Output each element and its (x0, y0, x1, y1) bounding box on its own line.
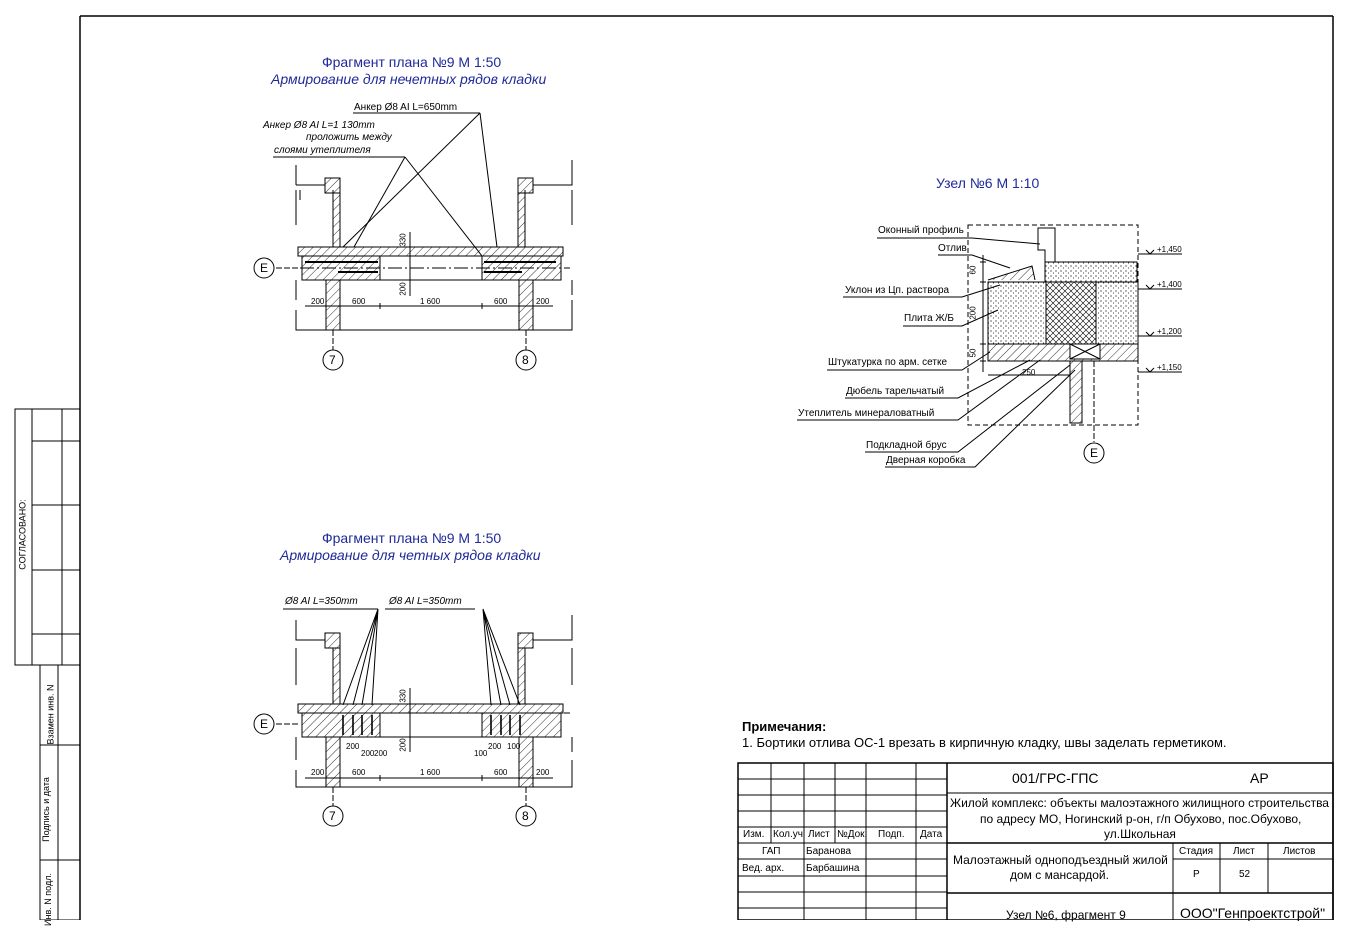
plan-odd-dim: 200 (311, 297, 325, 306)
plan-even-callout-right: Ø8 AI L=350mm (389, 596, 462, 607)
plan-even-dim: 200 (536, 768, 550, 777)
tb-company: ООО"Генпроектстрой" (1180, 905, 1326, 921)
tb-sheets-header: Листов (1283, 846, 1316, 857)
tb-building-line2: дом с мансардой. (1010, 868, 1109, 882)
node6-title: Узел №6 М 1:10 (936, 175, 1040, 191)
node6-label-window-profile: Оконный профиль (878, 225, 964, 236)
node6-label-door-frame: Дверная коробка (886, 455, 966, 466)
plan-even-vdim: 330 (398, 689, 408, 703)
node6-axis-e: E (1090, 446, 1099, 460)
node6-dim: 50 (968, 348, 978, 358)
plan-even-subdim: 200 (488, 742, 502, 751)
node6-level: +1,400 (1157, 280, 1182, 289)
plan-even-axis-7: 7 (329, 809, 336, 823)
plan-odd-callout-anchor-650: Анкер Ø8 AI L=650mm (354, 102, 458, 113)
replacement-inv-label: Взамен инв. N (45, 684, 56, 745)
plan-odd-dim: 1 600 (420, 297, 441, 306)
plan-even-subtitle: Армирование для четных рядов кладки (280, 547, 541, 563)
node6-drawing (797, 224, 1182, 468)
tb-drawing-name: Узел №6, фрагмент 9 (1006, 908, 1126, 922)
plan-odd-vdim: 200 (398, 282, 408, 296)
tb-section: АР (1250, 770, 1269, 786)
plan-odd-drawing (273, 112, 573, 350)
plan-odd-callout-anchor-1130: Анкер Ø8 AI L=1 130mm (263, 120, 375, 131)
node6-dim: 60 (968, 265, 978, 275)
tb-role-2: Вед. арх. (742, 863, 785, 874)
plan-even-subdim: 100 (474, 749, 488, 758)
plan-even-subdim: 200 (361, 749, 375, 758)
node6-level: +1,150 (1157, 363, 1182, 372)
node6-label-dowel: Дюбель тарельчатый (846, 386, 945, 397)
node6-label-slope: Уклон из Цп. раствора (845, 285, 950, 296)
node6-label-plaster: Штукатурка по арм. сетке (828, 357, 948, 368)
node6-level: +1,200 (1157, 327, 1182, 336)
notes-item-1: 1. Бортики отлива ОС-1 врезать в кирпичн… (742, 735, 1227, 750)
plan-odd-axes (253, 257, 537, 371)
plan-even-subdim: 200 (374, 749, 388, 758)
original-inv-label: Инв. N подл. (42, 873, 53, 926)
tb-name-2: Барбашина (806, 863, 860, 874)
plan-even-dim: 600 (352, 768, 366, 777)
tb-stage: Р (1193, 869, 1200, 880)
plan-odd-dim: 600 (494, 297, 508, 306)
plan-odd-callout-note-2: слоями утеплителя (274, 145, 371, 156)
notes-heading: Примечания: (742, 719, 827, 734)
tb-col-header: Дата (920, 829, 943, 840)
node6-dim: 250 (1022, 368, 1036, 377)
tb-name-1: Баранова (806, 846, 852, 857)
node6-dim: 200 (968, 306, 978, 320)
plan-even-vdim: 200 (398, 738, 408, 752)
node6-label-slab: Плита Ж/Б (904, 313, 954, 324)
tb-col-header: Лист (808, 829, 830, 840)
tb-code: 001/ГРС-ГПС (1012, 770, 1099, 786)
plan-even-title: Фрагмент плана №9 М 1:50 (322, 530, 502, 546)
plan-odd-axis-e: E (260, 261, 269, 275)
tb-sheet-header: Лист (1233, 846, 1255, 857)
sheet-frame (14, 15, 1334, 920)
plan-odd-dim: 200 (536, 297, 550, 306)
tb-project-line1: Жилой комплекс: объекты малоэтажного жил… (950, 796, 1329, 810)
tb-col-header: Изм. (743, 829, 765, 840)
plan-odd-callout-note-1: проложить между (306, 132, 392, 143)
tb-col-header: №Док. (837, 829, 868, 840)
signature-date-label: Подпись и дата (40, 777, 51, 842)
plan-even-subdim: 200 (346, 742, 360, 751)
tb-project-line2: по адресу МО, Ногинский р-он, г/п Обухов… (980, 812, 1302, 826)
plan-even-subdim: 100 (507, 742, 521, 751)
tb-col-header: Кол.уч (773, 829, 803, 840)
tb-project-line3: ул.Школьная (1104, 827, 1176, 841)
node6-level: +1,450 (1157, 245, 1182, 254)
tb-col-header: Подп. (878, 829, 905, 840)
tb-building-line1: Малоэтажный одноподъездный жилой (953, 853, 1168, 867)
approved-label: СОГЛАСОВАНО: (17, 499, 28, 570)
tb-stage-header: Стадия (1179, 846, 1214, 857)
plan-even-dim: 600 (494, 768, 508, 777)
node6-label-insulation: Утеплитель минераловатный (798, 408, 935, 419)
plan-odd-vdim: 330 (398, 233, 408, 247)
node6-axis (1083, 442, 1105, 464)
title-block-grid (737, 762, 1334, 920)
node6-label-drip: Отлив (938, 243, 967, 254)
plan-odd-title: Фрагмент плана №9 М 1:50 (322, 54, 502, 70)
node6-label-beam: Подкладной брус (866, 440, 947, 451)
plan-odd-axis-8: 8 (522, 353, 529, 367)
tb-role-1: ГАП (762, 846, 781, 857)
plan-even-drawing (276, 608, 573, 806)
plan-even-dim: 1 600 (420, 768, 441, 777)
plan-even-axis-e: E (260, 717, 269, 731)
plan-even-callout-left: Ø8 AI L=350mm (285, 596, 358, 607)
plan-odd-axis-7: 7 (329, 353, 336, 367)
plan-even-axes (253, 713, 537, 827)
plan-odd-subtitle: Армирование для нечетных рядов кладки (271, 71, 547, 87)
plan-even-dim: 200 (311, 768, 325, 777)
tb-sheet: 52 (1239, 869, 1251, 880)
plan-odd-dim: 600 (352, 297, 366, 306)
plan-even-axis-8: 8 (522, 809, 529, 823)
